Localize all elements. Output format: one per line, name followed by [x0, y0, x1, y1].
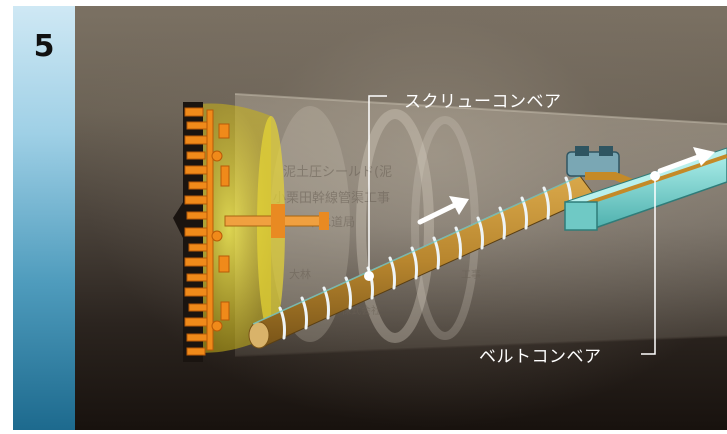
belt-leader-line	[641, 171, 660, 355]
sign-line-2: 小栗田幹線管渠工事	[273, 190, 390, 206]
machine-svg: 泥土圧シールド(泥 小栗田幹線管渠工事 下水道局 大林 工事 株式会社	[173, 93, 727, 362]
screw-conveyor-label: スクリューコンベア	[404, 92, 562, 112]
arrow-right-icon	[417, 196, 469, 225]
step-sidebar: 5	[13, 6, 75, 430]
sign-line-4: 大林	[289, 267, 311, 281]
arrow-right-icon	[657, 147, 715, 174]
sign-line-5: 工事	[461, 268, 481, 281]
screw-conveyor	[248, 146, 642, 349]
step-number: 5	[33, 29, 55, 64]
cutter-head	[173, 102, 329, 362]
shield-machine-illustration: 泥土圧シールド(泥 小栗田幹線管渠工事 下水道局 大林 工事 株式会社	[75, 6, 727, 430]
screw-discharge-gate	[566, 146, 642, 190]
belt-conveyor-label: ベルトコンベア	[479, 347, 602, 367]
sign-line-1: 泥土圧シールド(泥	[283, 165, 392, 180]
screw-leader-line	[364, 95, 387, 281]
